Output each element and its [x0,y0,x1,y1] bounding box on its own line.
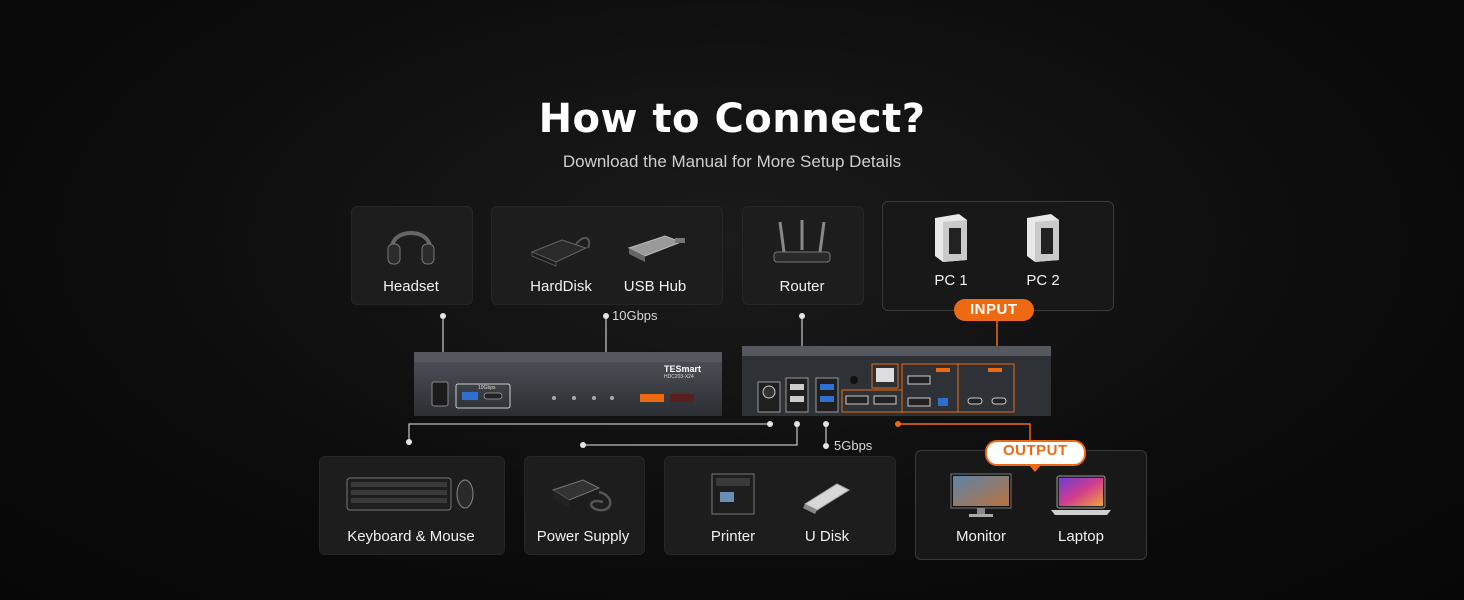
headset-item: Headset [356,218,466,295]
monitor-item: Monitor [926,468,1036,545]
router-icon [747,218,857,268]
u-disk-item: U Disk [772,468,882,545]
usb-hub-item: USB Hub [600,218,710,295]
page-subtitle: Download the Manual for More Setup Detai… [562,152,902,171]
pc1-item: PC 1 [896,212,1006,289]
kvm-rear-panel [742,346,1051,416]
input-pc-box [882,201,1114,311]
pc2-label: PC 2 [1026,272,1060,289]
pc1-icon [896,212,1006,262]
monitor-icon [926,468,1036,518]
power-supply-label: Power Supply [536,528,630,545]
power-supply-item: Power Supply [528,468,638,545]
usb-hub-label: USB Hub [623,278,687,295]
laptop-label: Laptop [1058,528,1104,545]
laptop-item: Laptop [1026,468,1136,545]
u-disk-icon [772,468,882,518]
printer-icon [678,468,788,518]
monitor-label: Monitor [955,528,1007,545]
speed-label-front: 10Gbps [612,308,658,323]
router-label: Router [779,278,825,295]
printer-label: Printer [710,528,756,545]
headset-box [351,206,473,305]
keyboard-mouse-item: Keyboard & Mouse [319,468,503,545]
kvm-model: HDC203-X24 [664,374,694,380]
u-disk-label: U Disk [804,528,850,545]
printer-udisk-box [664,456,896,555]
power-supply-icon [528,468,638,518]
page-title: How to Connect? [538,96,926,142]
router-item: Router [747,218,857,295]
keyboard-mouse-icon [319,468,503,518]
headset-icon [356,218,466,268]
speed-label-rear: 5Gbps [834,438,873,453]
printer-item: Printer [678,468,788,545]
kvm-brand: TESmart [664,364,702,374]
power-supply-box [524,456,645,555]
headset-label: Headset [383,278,439,295]
harddisk-item: HardDisk [506,218,616,295]
output-tag: OUTPUT [985,440,1086,472]
usb-hub-icon [600,218,710,268]
pc2-item: PC 2 [988,212,1098,289]
input-tag: INPUT [954,299,1034,321]
kvm-front-panel: TESmart HDC203-X24 10Gbps [414,352,722,416]
keyboard-mouse-label: Keyboard & Mouse [347,528,475,545]
harddisk-icon [506,218,616,268]
pc2-icon [988,212,1098,262]
laptop-icon [1026,468,1136,518]
kvm-front-port-label: 10Gbps [478,385,496,391]
storage-box [491,206,723,305]
pc1-label: PC 1 [934,272,968,289]
harddisk-label: HardDisk [530,278,592,295]
